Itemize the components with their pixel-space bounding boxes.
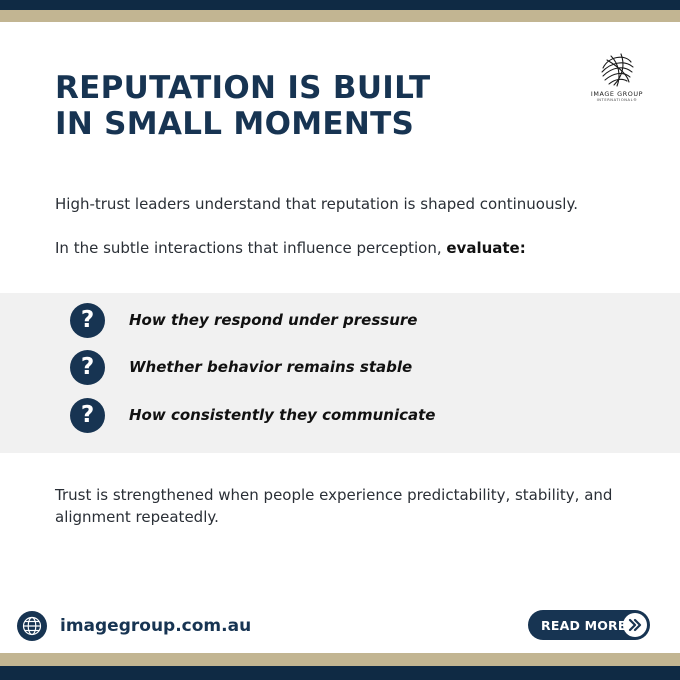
questions-panel (0, 293, 680, 453)
bottom-gold-stripe (0, 653, 680, 666)
question-mark-icon: ? (70, 397, 105, 433)
top-gold-stripe (0, 10, 680, 22)
double-chevron-right-icon (623, 613, 647, 637)
evaluate-paragraph-text: In the subtle interactions that influenc… (55, 239, 447, 257)
top-navy-stripe (0, 0, 680, 10)
evaluate-keyword: evaluate: (446, 239, 526, 257)
question-item: ? How consistently they communicate (70, 397, 435, 433)
logo-wordmark: IMAGE GROUP (590, 90, 644, 98)
globe-icon (17, 611, 47, 641)
page-title-line-2: IN SMALL MOMENTS (55, 106, 415, 142)
image-group-logo: IMAGE GROUP INTERNATIONAL® (585, 50, 649, 114)
evaluate-paragraph: In the subtle interactions that influenc… (55, 237, 635, 259)
question-item: ? How they respond under pressure (70, 302, 417, 338)
page-title-line-1: REPUTATION IS BUILT (55, 70, 431, 106)
question-mark-icon: ? (70, 349, 105, 385)
question-mark-icon: ? (70, 302, 105, 338)
question-text: How they respond under pressure (129, 311, 418, 329)
page-title: REPUTATION IS BUILT IN SMALL MOMENTS (55, 70, 495, 142)
question-text: How consistently they communicate (129, 406, 436, 424)
read-more-button[interactable]: READ MORE (528, 610, 650, 640)
question-text: Whether behavior remains stable (129, 358, 413, 376)
question-item: ? Whether behavior remains stable (70, 349, 412, 385)
website-link[interactable]: imagegroup.com.au (60, 616, 252, 636)
ribbon-globe-icon (601, 53, 634, 87)
closing-paragraph: Trust is strengthened when people experi… (55, 486, 613, 526)
bottom-navy-stripe (0, 666, 680, 680)
intro-paragraph: High-trust leaders understand that reput… (55, 195, 578, 213)
read-more-label: READ MORE (541, 617, 627, 633)
logo-subtitle: INTERNATIONAL® (596, 98, 638, 102)
